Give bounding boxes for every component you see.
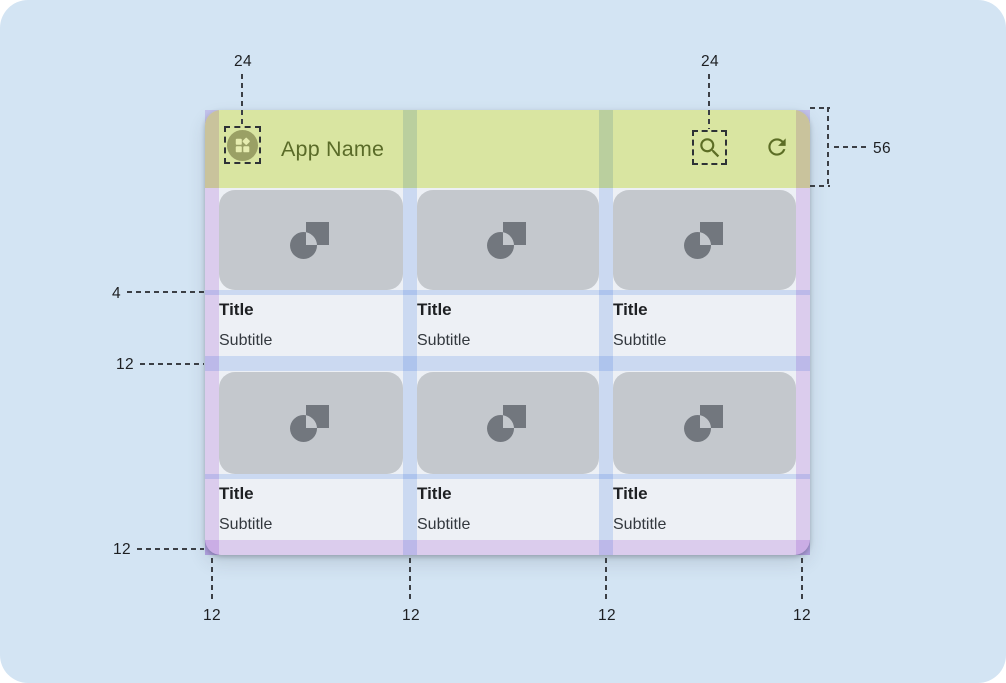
search-icon-measure-box	[692, 130, 727, 165]
card-subtitle: Subtitle	[219, 332, 273, 349]
card-image-placeholder	[219, 190, 403, 290]
measurement-label-gutter: 12	[401, 607, 421, 624]
card[interactable]: Title Subtitle	[613, 372, 796, 534]
measure-line	[708, 74, 710, 129]
measure-line	[140, 363, 204, 365]
measure-line	[241, 74, 243, 126]
card-title: Title	[219, 484, 254, 503]
card-title: Title	[417, 300, 452, 319]
measurement-label-appbar-height: 56	[873, 140, 892, 157]
measurement-label-margin: 12	[202, 607, 222, 624]
circle-square-placeholder-icon	[683, 405, 723, 442]
card-subtitle: Subtitle	[417, 516, 471, 533]
card-image-placeholder	[417, 372, 599, 474]
card[interactable]: Title Subtitle	[613, 190, 796, 350]
card-title: Title	[417, 484, 452, 503]
circle-square-placeholder-icon	[290, 222, 329, 259]
measurement-label-app-icon: 24	[233, 53, 253, 70]
measurement-label-bottom-margin: 12	[112, 541, 131, 558]
card-title: Title	[613, 300, 648, 319]
app-title: App Name	[281, 136, 385, 161]
card-title: Title	[613, 484, 648, 503]
measure-line	[137, 548, 204, 550]
measure-line	[801, 558, 803, 601]
measure-bracket-side	[827, 107, 829, 187]
measurement-label-margin: 12	[792, 607, 812, 624]
measurement-label-action-icon: 24	[700, 53, 720, 70]
circle-square-placeholder-icon	[487, 405, 526, 442]
measure-bracket-bottom	[810, 185, 830, 187]
card-image-placeholder	[417, 190, 599, 290]
card[interactable]: Title Subtitle	[417, 190, 599, 350]
measure-line	[211, 558, 213, 601]
app-icon-measure-box	[224, 126, 261, 164]
measure-line	[409, 558, 411, 601]
app-logo-icon[interactable]	[227, 129, 258, 161]
measure-bracket-top	[810, 107, 830, 109]
card-image-placeholder	[613, 372, 796, 474]
card-image-placeholder	[219, 372, 403, 474]
card-image-placeholder	[613, 190, 796, 290]
top-app-bar: App Name	[205, 110, 810, 188]
card[interactable]: Title Subtitle	[219, 190, 403, 350]
card-title: Title	[219, 300, 254, 319]
circle-square-placeholder-icon	[290, 405, 329, 442]
measure-line	[834, 146, 866, 148]
refresh-icon[interactable]	[764, 134, 790, 160]
circle-square-placeholder-icon	[487, 222, 526, 259]
card-subtitle: Subtitle	[219, 516, 273, 533]
circle-square-placeholder-icon	[683, 222, 723, 259]
card-subtitle: Subtitle	[613, 516, 667, 533]
card-subtitle: Subtitle	[613, 332, 667, 349]
measurement-label-image-text-gap: 4	[111, 285, 121, 302]
card[interactable]: Title Subtitle	[219, 372, 403, 534]
card[interactable]: Title Subtitle	[417, 372, 599, 534]
card-subtitle: Subtitle	[417, 332, 471, 349]
app-mockup: App Name Title Subt	[205, 110, 810, 555]
search-icon[interactable]	[697, 135, 723, 161]
measurement-label-gutter: 12	[597, 607, 617, 624]
measure-line	[127, 291, 204, 293]
measurement-label-row-spacing: 12	[115, 356, 134, 373]
measure-line	[605, 558, 607, 601]
